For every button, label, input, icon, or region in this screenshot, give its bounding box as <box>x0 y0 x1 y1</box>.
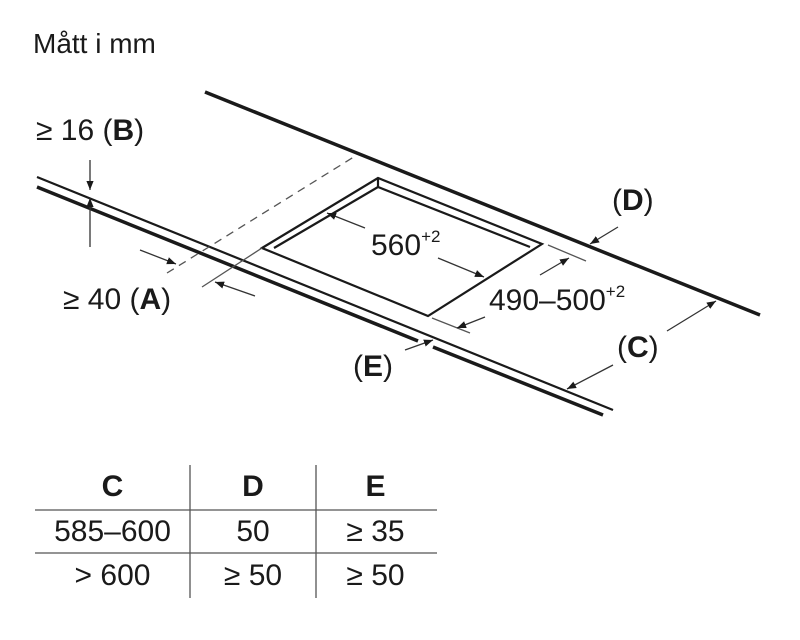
arrow-e <box>404 339 434 351</box>
label-b: ≥ 16 (B) <box>36 114 145 147</box>
front-edge-bottom <box>36 185 419 343</box>
table-cell: 50 <box>236 515 270 548</box>
dashed-guide <box>166 154 358 274</box>
label-depth-490-500: 490–500+2 <box>489 282 626 317</box>
table-header-c: C <box>101 470 124 503</box>
table-grid <box>35 465 437 598</box>
arrow-560-left <box>326 212 366 229</box>
table-cell: ≥ 35 <box>346 515 405 548</box>
back-edge <box>204 90 761 317</box>
label-c: (C) <box>617 331 659 364</box>
arrow-c-bottom <box>566 364 614 390</box>
label-d: (D) <box>612 184 654 217</box>
arrow-a-left <box>139 249 177 265</box>
table-cell: > 600 <box>74 559 151 592</box>
arrow-a-right <box>214 281 256 297</box>
front-edge-top <box>36 175 614 412</box>
label-e: (E) <box>353 350 394 383</box>
arrow-490-top <box>539 257 570 276</box>
table-header-d: D <box>242 470 264 503</box>
page-title: Mått i mm <box>33 28 156 59</box>
table-cell: 585–600 <box>54 515 171 548</box>
dimension-arrows <box>86 160 717 390</box>
arrow-490-bottom <box>456 316 486 329</box>
arrow-d <box>589 226 619 245</box>
table-cell: ≥ 50 <box>223 559 283 592</box>
table-header-e: E <box>365 470 386 503</box>
cutout <box>259 176 545 318</box>
arrow-c-top <box>666 300 717 332</box>
arrow-560-right <box>437 257 485 278</box>
table-cell: ≥ 50 <box>346 559 405 592</box>
countertop-edges <box>36 90 761 417</box>
label-a: ≥ 40 (A) <box>63 283 172 316</box>
label-width-560: 560+2 <box>371 227 441 262</box>
reference-lines <box>166 154 587 334</box>
